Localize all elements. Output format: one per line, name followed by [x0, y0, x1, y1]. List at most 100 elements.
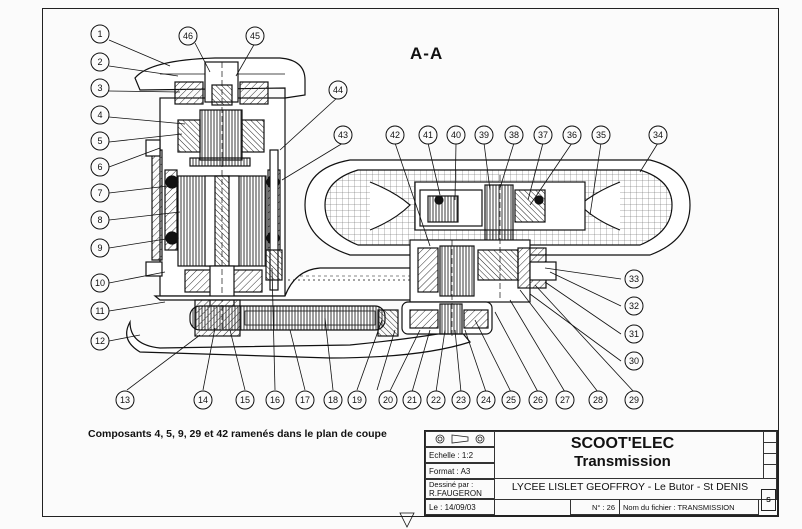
- callout-37: 37: [533, 125, 553, 145]
- drawing-title: SCOOT'ELEC: [570, 435, 675, 452]
- callout-label: 11: [95, 306, 104, 316]
- school-name: LYCEE LISLET GEOFFROY - Le Butor - St DE…: [511, 481, 749, 493]
- callout-label: 12: [95, 336, 105, 346]
- callout-label: 30: [629, 356, 639, 366]
- callout-10: 10: [90, 273, 110, 293]
- callout-43: 43: [333, 125, 353, 145]
- callout-7: 7: [90, 183, 110, 203]
- callout-label: 29: [629, 395, 639, 405]
- callout-1: 1: [90, 24, 110, 44]
- callout-3: 3: [90, 78, 110, 98]
- callout-8: 8: [90, 210, 110, 230]
- callout-30: 30: [624, 351, 644, 371]
- callout-label: 26: [533, 395, 543, 405]
- callout-44: 44: [328, 80, 348, 100]
- callout-label: 6: [97, 162, 102, 172]
- drawn-by-label: Dessiné par :: [429, 480, 474, 489]
- callout-label: 45: [250, 31, 260, 41]
- callout-label: 24: [481, 395, 491, 405]
- callout-33: 33: [624, 269, 644, 289]
- callout-28: 28: [588, 390, 608, 410]
- callout-41: 41: [418, 125, 438, 145]
- leader-lines: [108, 39, 659, 396]
- callout-label: 20: [383, 395, 393, 405]
- callout-40: 40: [446, 125, 466, 145]
- callout-35: 35: [591, 125, 611, 145]
- callout-42: 42: [385, 125, 405, 145]
- callout-label: 37: [538, 130, 548, 140]
- callout-12: 12: [90, 331, 110, 351]
- callout-label: 39: [479, 130, 489, 140]
- wheel-assembly: [304, 159, 691, 338]
- callout-19: 19: [347, 390, 367, 410]
- school-logo: S: [761, 489, 776, 511]
- callout-label: 5: [97, 136, 102, 146]
- shell-bottom: [126, 319, 472, 359]
- callout-label: 9: [97, 243, 102, 253]
- callout-16: 16: [265, 390, 285, 410]
- callout-label: 38: [509, 130, 519, 140]
- callout-27: 27: [555, 390, 575, 410]
- callout-label: 40: [451, 130, 461, 140]
- callout-label: 41: [423, 130, 433, 140]
- callout-32: 32: [624, 296, 644, 316]
- callout-11: 11: [90, 301, 110, 321]
- callout-label: 43: [338, 130, 348, 140]
- callout-label: 27: [560, 395, 570, 405]
- callout-label: 2: [97, 57, 102, 67]
- callout-label: 28: [593, 395, 603, 405]
- number-cell: N° : 26: [570, 499, 620, 515]
- callout-9: 9: [90, 238, 110, 258]
- drawing-note: Composants 4, 5, 9, 29 et 42 ramenés dan…: [88, 428, 387, 440]
- callout-label: 17: [300, 395, 310, 405]
- callout-label: 42: [390, 130, 400, 140]
- callout-label: 21: [407, 395, 417, 405]
- callout-label: 32: [629, 301, 639, 311]
- scale-cell: Echelle : 1:2: [425, 447, 495, 463]
- callout-6: 6: [90, 157, 110, 177]
- callout-2: 2: [90, 52, 110, 72]
- drawn-by-value: R.FAUGERON: [429, 489, 482, 498]
- callout-label: 23: [456, 395, 466, 405]
- callout-label: 31: [629, 329, 639, 339]
- callout-23: 23: [451, 390, 471, 410]
- callout-31: 31: [624, 324, 644, 344]
- title-block: Echelle : 1:2 Format : A3 Dessiné par : …: [424, 430, 778, 516]
- drawing-frame: [42, 8, 779, 517]
- callout-label: 34: [653, 130, 663, 140]
- callout-label: 10: [95, 278, 105, 288]
- callout-label: 13: [120, 395, 130, 405]
- callout-5: 5: [90, 131, 110, 151]
- drawing-subtitle: Transmission: [574, 453, 671, 470]
- callout-25: 25: [501, 390, 521, 410]
- callout-26: 26: [528, 390, 548, 410]
- centre-mark: [399, 512, 415, 528]
- callout-15: 15: [235, 390, 255, 410]
- callout-34: 34: [648, 125, 668, 145]
- belt-casing: [126, 267, 472, 359]
- callout-label: 33: [629, 274, 639, 284]
- callout-label: 16: [270, 395, 280, 405]
- callout-46: 46: [178, 26, 198, 46]
- callout-29: 29: [624, 390, 644, 410]
- callout-45: 45: [245, 26, 265, 46]
- motor-assembly: [134, 57, 306, 330]
- callout-20: 20: [378, 390, 398, 410]
- callout-label: 25: [506, 395, 516, 405]
- callout-label: 44: [333, 85, 343, 95]
- callout-label: 4: [97, 110, 102, 120]
- drawn-by-cell: Dessiné par : R.FAUGERON: [425, 479, 495, 499]
- callout-17: 17: [295, 390, 315, 410]
- callout-label: 22: [431, 395, 441, 405]
- date-cell: Le : 14/09/03: [425, 499, 495, 515]
- callout-label: 15: [240, 395, 250, 405]
- format-cell: Format : A3: [425, 463, 495, 479]
- callout-label: 36: [567, 130, 577, 140]
- callout-label: 8: [97, 215, 102, 225]
- callout-label: 19: [352, 395, 362, 405]
- callout-38: 38: [504, 125, 524, 145]
- projection-symbol-icon: [435, 434, 485, 444]
- callout-label: 1: [97, 29, 102, 39]
